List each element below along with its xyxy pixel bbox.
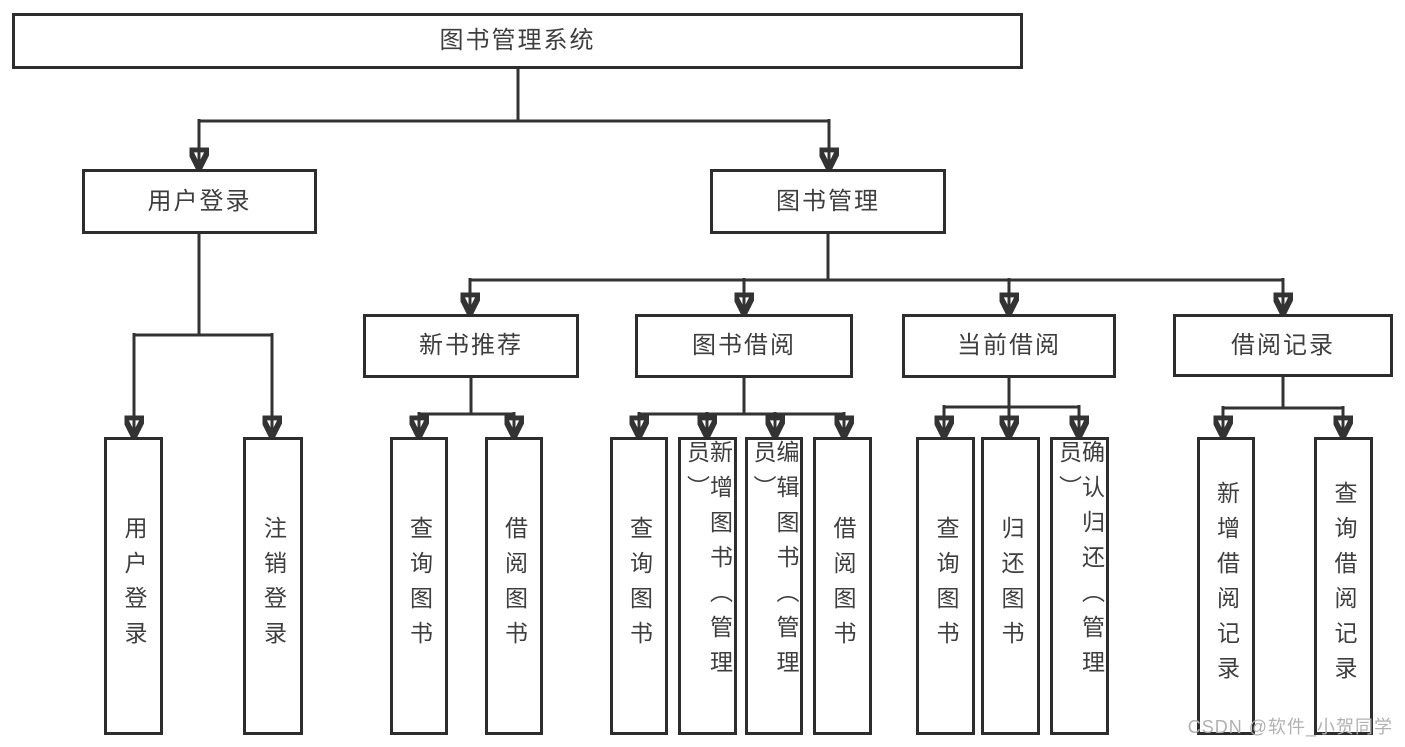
connector-book-borrowing-children <box>639 378 844 437</box>
node-borrowing-borrow-books: 借阅图书 <box>813 437 872 735</box>
node-recommend-query-books: 查询图书 <box>390 437 448 735</box>
node-library-system: 图书管理系统 <box>12 13 1023 69</box>
node-user-login-group: 用户登录 <box>82 169 317 234</box>
connector-root-to-level2 <box>199 69 829 169</box>
node-return-books: 归还图书 <box>981 437 1040 735</box>
node-query-borrow-record: 查询借阅记录 <box>1314 437 1373 735</box>
node-add-book-admin: 新增图书（管理员） <box>678 437 737 735</box>
node-new-book-recommend: 新书推荐 <box>363 314 579 378</box>
node-book-management: 图书管理 <box>710 169 946 234</box>
node-add-borrow-record: 新增借阅记录 <box>1197 437 1255 735</box>
node-book-borrowing: 图书借阅 <box>635 314 853 378</box>
node-user-login: 用户登录 <box>104 437 163 735</box>
node-edit-book-admin: 编辑图书（管理员） <box>745 437 803 735</box>
node-recommend-borrow-books: 借阅图书 <box>485 437 543 735</box>
connector-borrowing-records-children <box>1223 377 1343 437</box>
node-current-borrowing: 当前借阅 <box>902 314 1116 378</box>
node-confirm-return-admin: 确认归还（管理员） <box>1050 437 1109 735</box>
connector-current-borrowing-children <box>944 378 1079 437</box>
connector-book-management-children <box>470 234 1283 314</box>
node-logout: 注销登录 <box>243 437 303 735</box>
node-borrowing-records: 借阅记录 <box>1173 314 1393 377</box>
node-current-query-books: 查询图书 <box>916 437 975 735</box>
connector-new-book-recommend-children <box>419 378 514 437</box>
connector-user-login-children <box>134 234 272 437</box>
node-borrowing-query-books: 查询图书 <box>610 437 668 735</box>
csdn-watermark: CSDN @软件_小贺同学 <box>1187 717 1393 737</box>
